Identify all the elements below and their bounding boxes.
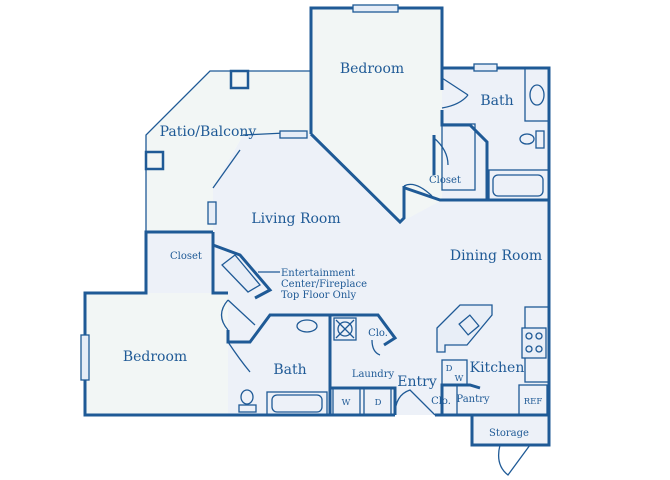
room-label-entry: Entry [397,374,437,390]
window [80,334,90,381]
bedroom-left-area [85,293,228,415]
door-swing [371,339,381,356]
note-entertainment-2: Center/Fireplace [281,279,367,290]
toilet-tank [535,130,545,149]
patio-post [144,150,165,171]
room-label-closet-left: Closet [170,251,202,262]
washer-label: W [342,398,351,408]
fridge-icon [518,384,548,416]
entertainment-center [221,254,261,293]
burner [535,332,543,340]
sink-icon [296,319,318,333]
room-label-bath-top: Bath [480,93,513,109]
closet-shelf [441,123,476,191]
room-label-storage: Storage [489,428,529,439]
bathtub-basin [271,394,323,413]
burner [525,332,533,340]
door-swing [227,341,251,373]
dishwasher-label-d: D [446,364,453,374]
shower-center [337,321,353,337]
door-swing [220,299,256,331]
room-label-laundry: Laundry [352,369,395,380]
dryer-label: D [375,398,382,408]
kitchen-island [436,304,493,353]
room-label-dining: Dining Room [450,248,542,264]
note-entertainment-3: Top Floor Only [281,290,356,301]
toilet-tank [238,404,257,413]
room-label-clo-entry: Clo. [431,396,451,407]
door-swing [441,77,469,109]
note-entertainment-1: Entertainment [281,268,355,279]
shower-icon [333,317,357,341]
door-swing [433,137,449,166]
bathtub-icon [266,391,328,416]
fridge-label: REF [524,397,543,407]
toilet-icon [240,389,254,405]
dishwasher-icon [441,359,468,386]
room-label-bedroom-top: Bedroom [340,61,404,77]
patio-area [146,71,311,232]
bathtub-basin [492,174,544,197]
room-label-pantry: Pantry [456,394,489,405]
room-label-closet-top: Closet [429,175,461,186]
dryer-icon [363,387,392,416]
room-label-bath-bottom: Bath [273,362,306,378]
shower-drain [335,319,355,339]
storage-area [472,415,549,445]
washer-icon [332,387,361,416]
door-swing [394,389,436,416]
room-label-patio: Patio/Balcony [160,124,257,140]
dishwasher-label-w: W [455,374,464,384]
room-label-living: Living Room [251,211,340,227]
burner [525,345,533,353]
vanity [524,67,550,122]
toilet-icon [519,133,535,145]
window [207,201,217,225]
burner [535,345,543,353]
window [473,63,498,72]
sink-icon [529,84,545,106]
room-label-kitchen: Kitchen [470,360,525,376]
patio-post [229,69,250,90]
kitchen-sink [458,314,480,336]
door-swing [403,183,433,197]
room-label-clo-bath: Clo. [368,328,388,339]
door-swing [497,444,531,476]
stove-icon [521,327,547,359]
window [352,4,399,13]
window [279,130,308,139]
room-label-bedroom-left: Bedroom [123,349,187,365]
bedroom-top-area [311,8,442,222]
bathtub-icon [488,169,550,201]
